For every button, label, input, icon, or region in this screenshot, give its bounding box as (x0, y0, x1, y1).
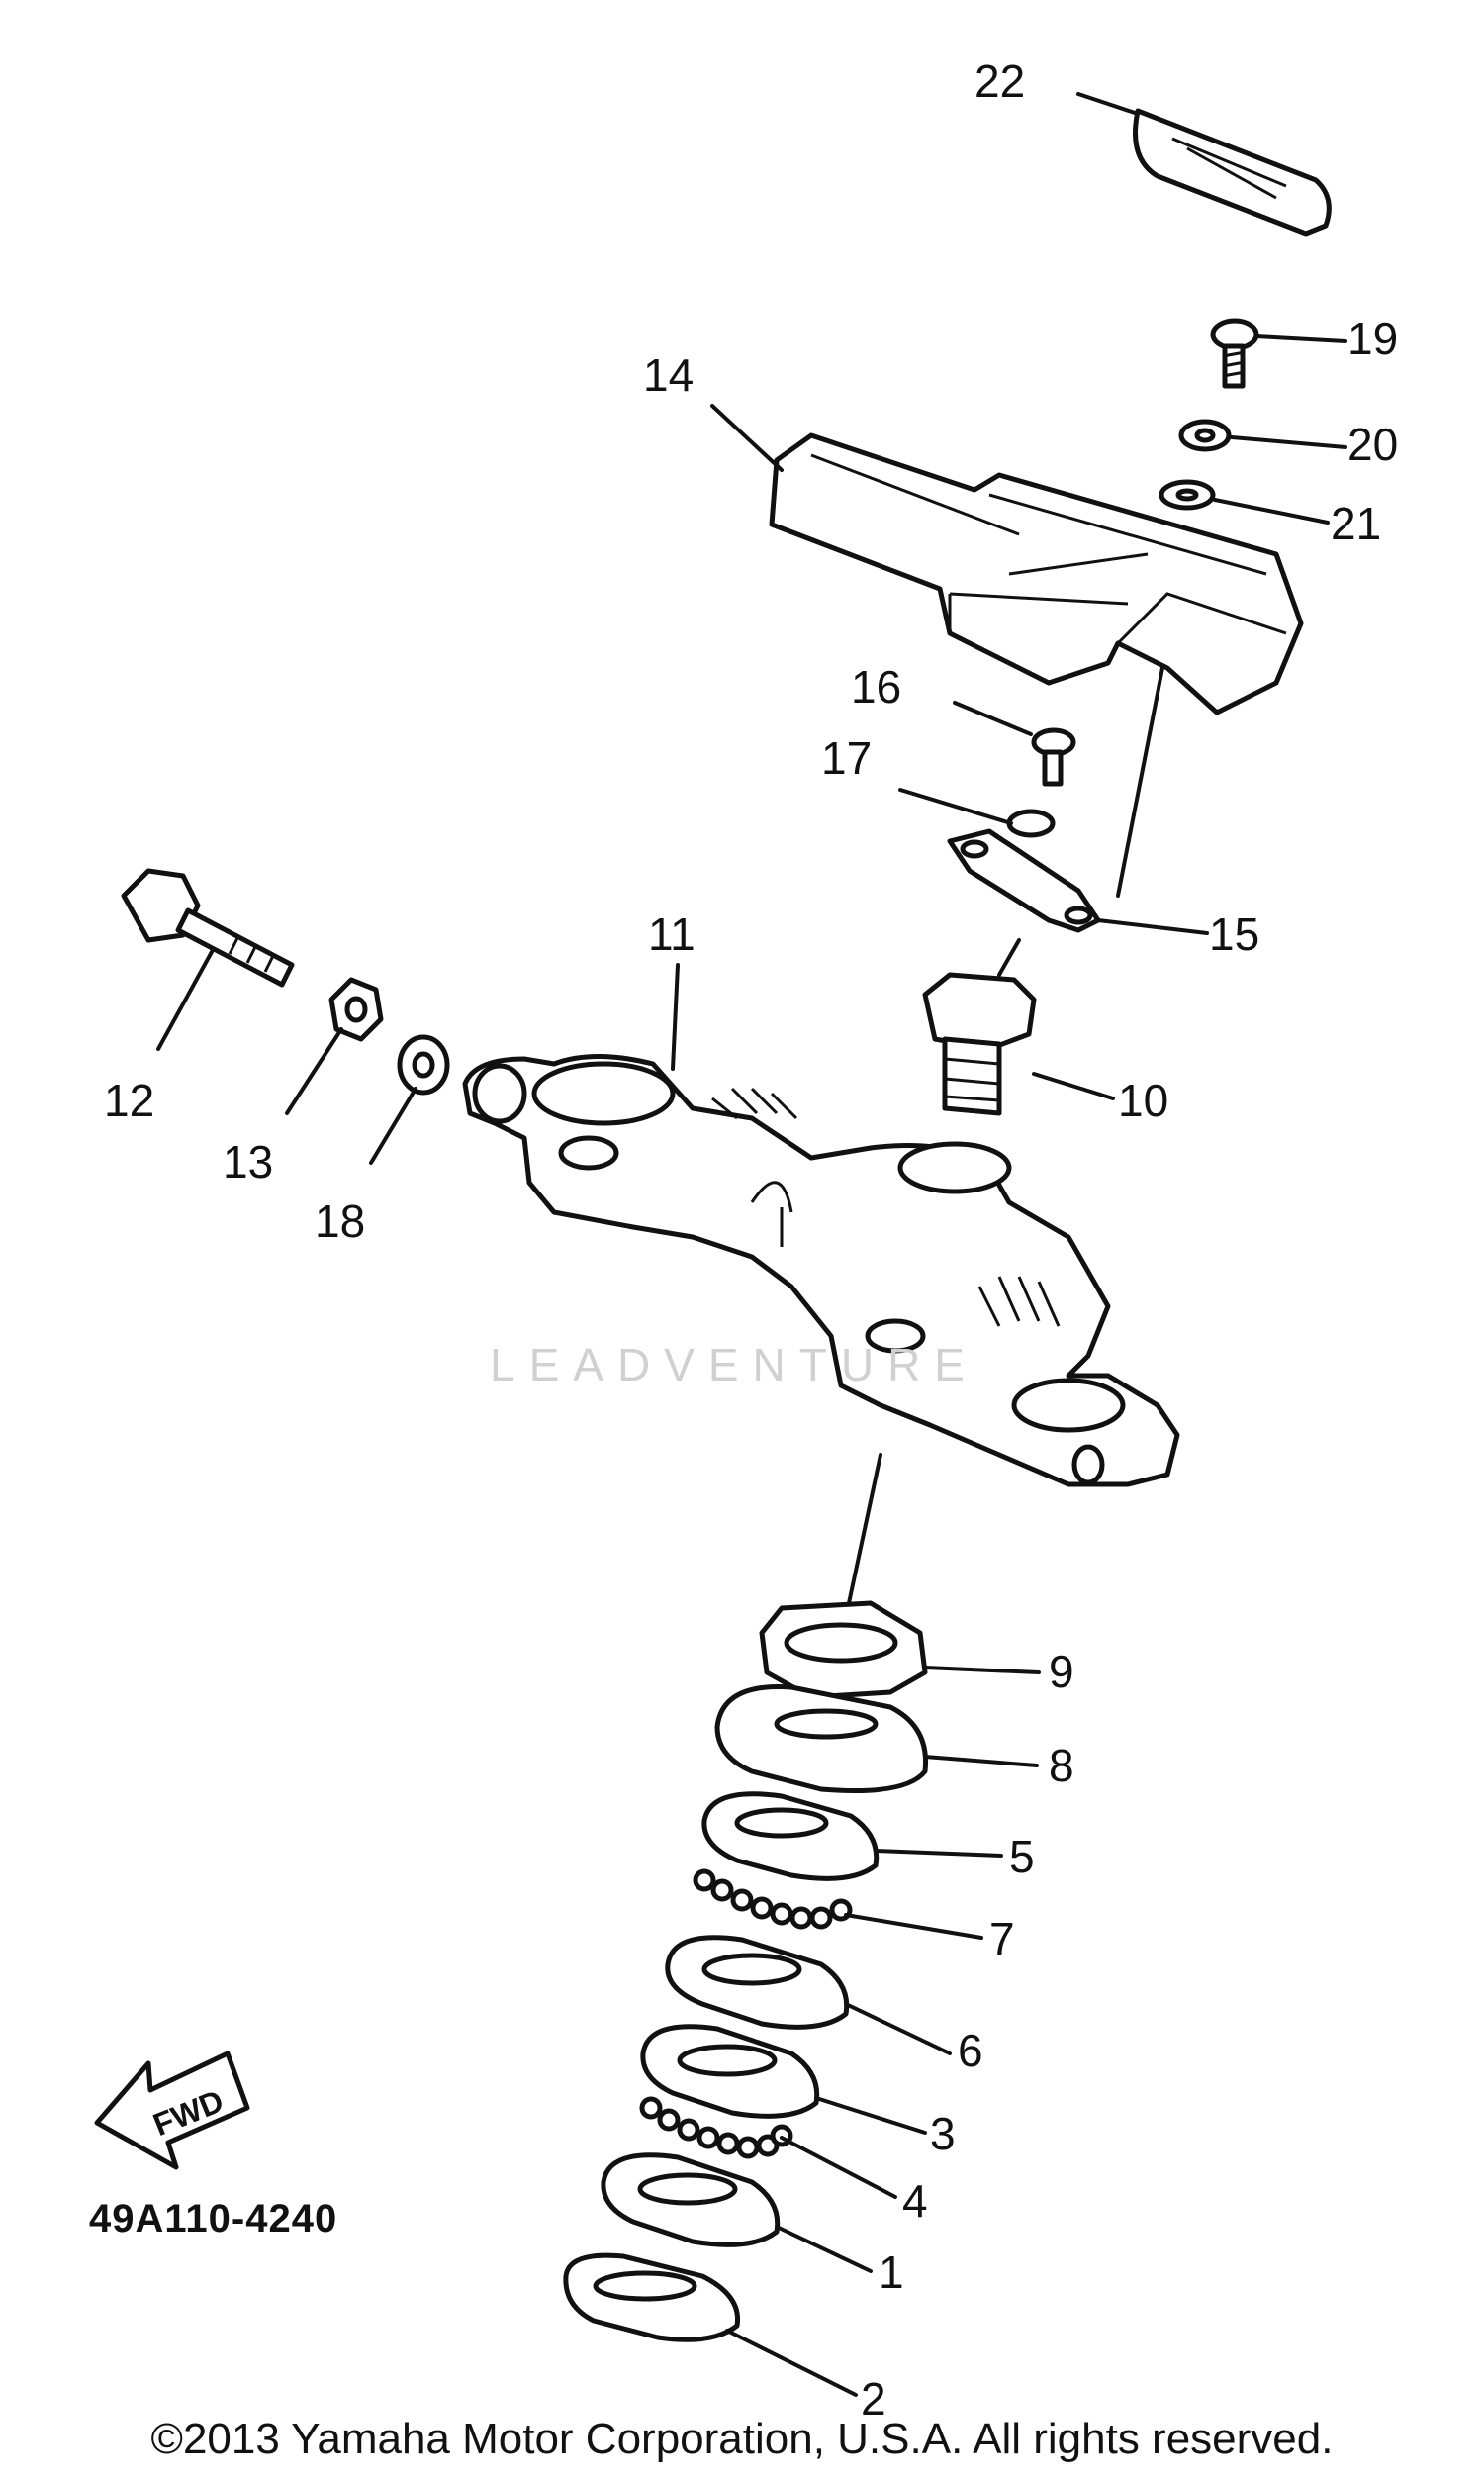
part-11-under-bracket (462, 1054, 1180, 1487)
part-15-bracket (947, 828, 1101, 933)
callout-14: 14 (643, 349, 694, 401)
callout-19: 19 (1347, 313, 1398, 364)
part-22-emblem (1133, 108, 1332, 237)
copyright-notice: ©2013 Yamaha Motor Corporation, U.S.A. A… (150, 2415, 1334, 2463)
part-3-bearing-race (640, 2024, 820, 2119)
part-8-cover (714, 1684, 929, 1793)
part-1-bearing-race (601, 2152, 781, 2247)
part-10-bolt (922, 972, 1037, 1116)
callout-21: 21 (1331, 498, 1381, 549)
callout-4: 4 (902, 2175, 928, 2227)
callout-6: 6 (958, 2025, 983, 2076)
callout-8: 8 (1049, 1740, 1074, 1791)
callouts: 22 19 20 21 14 16 17 15 10 11 12 13 18 9… (104, 55, 1398, 2425)
callout-17: 17 (821, 732, 872, 784)
part-17-washer (1006, 809, 1056, 838)
callout-11: 11 (648, 908, 696, 960)
part-7-ball-bearings (693, 1868, 853, 1930)
part-2-dust-seal (563, 2252, 741, 2342)
callout-20: 20 (1347, 419, 1398, 470)
callout-1: 1 (879, 2246, 904, 2298)
callout-16: 16 (851, 661, 901, 713)
part-12-bolt (121, 868, 295, 988)
callout-12: 12 (104, 1075, 154, 1126)
callout-10: 10 (1118, 1075, 1168, 1126)
callout-3: 3 (930, 2108, 956, 2159)
part-20-washer (1178, 419, 1232, 452)
part-6-bearing-race (665, 1935, 850, 2030)
part-5-bearing-race (701, 1791, 880, 1881)
part-18-washer (397, 1034, 450, 1096)
callout-2: 2 (861, 2373, 886, 2425)
part-14-holder-cover (769, 432, 1304, 715)
assembly-lines (847, 666, 1164, 1605)
callout-leaders (156, 92, 1347, 2397)
watermark: LEADVENTURE (490, 1339, 978, 1390)
fwd-arrow-icon: FWD (94, 2051, 250, 2170)
callout-7: 7 (989, 1913, 1015, 1964)
part-4-ball-bearings (639, 2096, 793, 2159)
part-19-screw (1210, 318, 1259, 389)
part-16-screw (1031, 727, 1076, 787)
part-13-nut (328, 977, 384, 1042)
diagram-code: 49A110-4240 (89, 2197, 337, 2241)
callout-5: 5 (1009, 1831, 1035, 1882)
callout-22: 22 (974, 55, 1025, 107)
part-9-ring-nut (759, 1600, 928, 1700)
callout-9: 9 (1049, 1646, 1074, 1697)
callout-15: 15 (1209, 908, 1259, 960)
part-21-washer (1159, 479, 1216, 511)
callout-18: 18 (315, 1195, 365, 1247)
callout-13: 13 (223, 1136, 273, 1188)
